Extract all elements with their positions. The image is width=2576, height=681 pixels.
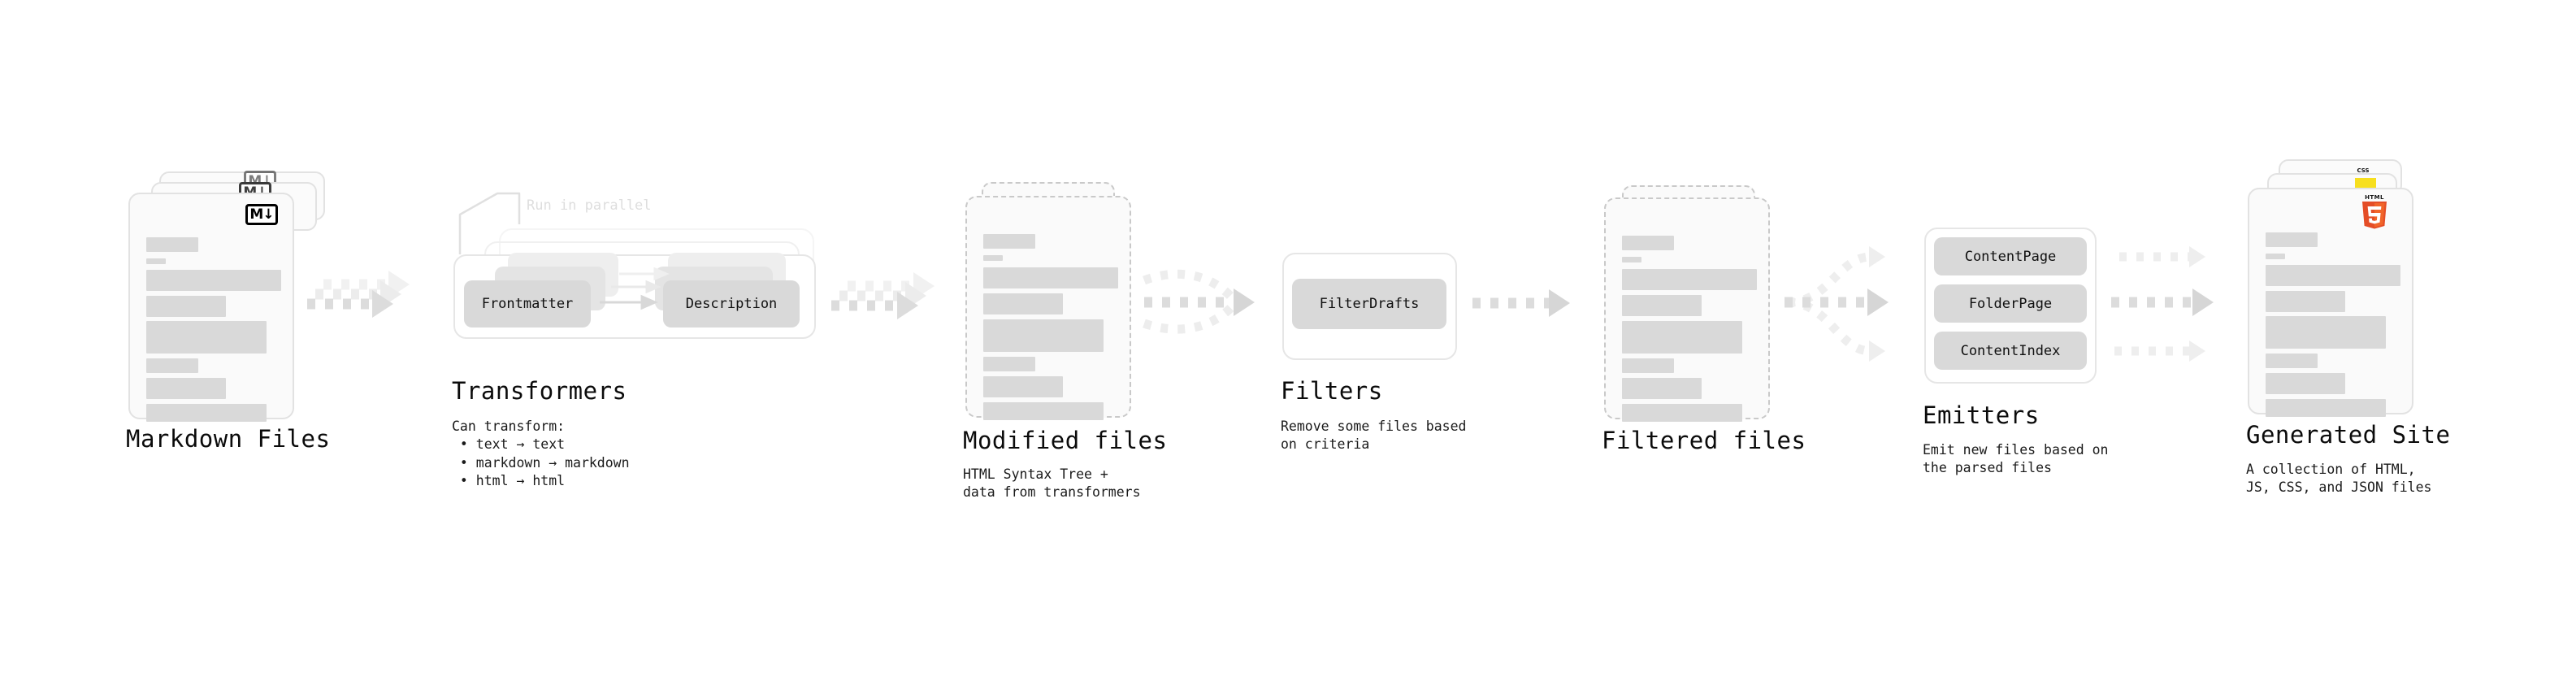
filter-chip-filterdrafts[interactable]: FilterDrafts — [1292, 279, 1446, 329]
doc-line — [1622, 269, 1757, 290]
doc-line — [146, 358, 198, 373]
doc-line — [1622, 257, 1641, 262]
doc-line — [983, 319, 1104, 352]
generated-file-card-front — [2248, 188, 2413, 417]
stage-title-filtered-files: Filtered files — [1602, 427, 1806, 454]
doc-line — [1622, 236, 1674, 250]
doc-line — [2266, 316, 2386, 349]
doc-line — [983, 267, 1118, 288]
stage-subtitle-filters: Remove some files based on criteria — [1281, 419, 1467, 453]
doc-line — [1622, 378, 1702, 399]
doc-line — [1622, 404, 1742, 422]
doc-line — [1622, 321, 1742, 354]
arrow-transformers-to-modified — [831, 272, 935, 319]
doc-line — [2266, 291, 2345, 312]
doc-line — [2266, 232, 2318, 247]
stage-subtitle-generated-site: A collection of HTML, JS, CSS, and JSON … — [2246, 462, 2432, 496]
stage-title-markdown-files: Markdown Files — [126, 425, 331, 453]
transformer-chip-frontmatter[interactable]: Frontmatter — [464, 280, 591, 327]
doc-line — [983, 255, 1003, 261]
doc-line — [983, 357, 1035, 371]
emitter-chip-contentindex[interactable]: ContentIndex — [1934, 332, 2087, 370]
doc-line — [2266, 265, 2400, 286]
stage-title-emitters: Emitters — [1923, 401, 2040, 429]
doc-line — [2266, 254, 2285, 259]
markdown-icon: M↓ — [245, 204, 278, 225]
doc-line — [1622, 295, 1702, 316]
doc-line — [983, 402, 1104, 420]
doc-line — [146, 296, 226, 317]
emitter-chip-folderpage[interactable]: FolderPage — [1934, 284, 2087, 323]
arrow-markdown-to-transformers — [307, 271, 410, 318]
doc-line — [1622, 358, 1674, 373]
html5-icon: HTML — [2362, 194, 2387, 229]
run-in-parallel-label: Run in parallel — [527, 197, 652, 214]
transformer-chip-description[interactable]: Description — [663, 280, 800, 327]
doc-line — [983, 234, 1035, 249]
markdown-file-card-front: M↓ — [128, 193, 294, 422]
doc-line — [146, 258, 166, 264]
filtered-file-card-front — [1604, 197, 1770, 422]
doc-line — [146, 321, 267, 354]
doc-line — [2266, 373, 2345, 394]
doc-line — [983, 293, 1063, 314]
modified-file-card-front — [965, 196, 1131, 420]
doc-line — [146, 378, 226, 399]
stage-title-filters: Filters — [1281, 377, 1383, 405]
doc-line — [983, 376, 1063, 397]
doc-line — [146, 270, 281, 291]
emitter-chip-contentpage[interactable]: ContentPage — [1934, 237, 2087, 275]
stage-title-modified-files: Modified files — [963, 427, 1168, 454]
arrow-emitters-to-site — [2111, 246, 2214, 362]
doc-line — [146, 237, 198, 252]
stage-title-transformers: Transformers — [452, 377, 627, 405]
arrow-modified-to-filters — [1143, 269, 1255, 334]
stage-subtitle-modified-files: HTML Syntax Tree + data from transformer… — [963, 466, 1141, 501]
doc-line — [2266, 354, 2318, 368]
arrow-filtered-to-emitters — [1785, 246, 1889, 362]
arrow-filters-to-filtered — [1472, 289, 1570, 317]
doc-line — [2266, 399, 2386, 417]
stage-title-generated-site: Generated Site — [2246, 421, 2451, 449]
stage-subtitle-transformers: Can transform: • text → text • markdown … — [452, 419, 630, 488]
svg-text:HTML: HTML — [2365, 194, 2384, 201]
stage-subtitle-emitters: Emit new files based on the parsed files — [1923, 442, 2109, 476]
doc-line — [146, 404, 267, 422]
svg-text:CSS: CSS — [2357, 167, 2369, 174]
